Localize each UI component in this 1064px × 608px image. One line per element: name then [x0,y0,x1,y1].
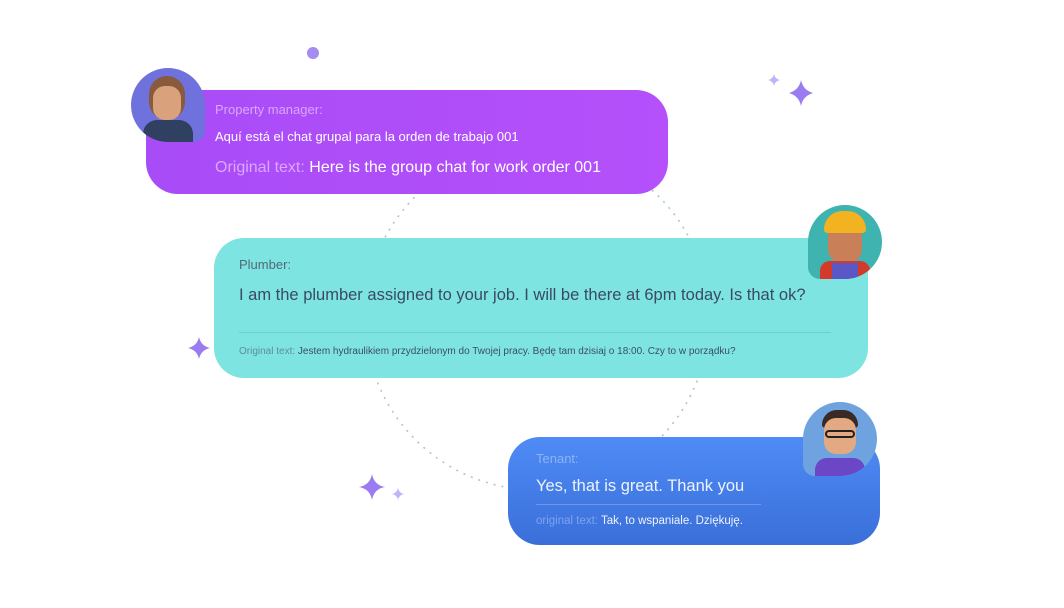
tenant-avatar [803,402,877,476]
translated-text: I am the plumber assigned to your job. I… [239,286,806,304]
sparkle-icon [768,74,780,86]
plumber-avatar [808,205,882,279]
message-bubble-plumber: Plumber: I am the plumber assigned to yo… [214,238,868,378]
original-text: Tak, to wspaniale. Dziękuję. [601,515,743,527]
translated-text: Yes, that is great. Thank you [536,477,745,495]
original-label: original text: [536,515,599,527]
sparkle-icon [188,337,210,359]
original-text: Jestem hydraulikiem przydzielonym do Two… [297,346,736,357]
divider [536,504,761,505]
dot-decoration [307,47,319,59]
divider [239,332,831,333]
sender-label: Plumber: [239,257,292,272]
sender-label: Property manager: [215,102,323,117]
translated-text: Aquí está el chat grupal para la orden d… [215,129,519,144]
sparkle-icon [789,80,813,106]
original-label: Original text: [239,346,296,357]
original-text: Here is the group chat for work order 00… [309,159,601,176]
message-bubble-tenant: Tenant: Yes, that is great. Thank you or… [508,437,880,545]
property-manager-avatar [131,68,205,142]
message-bubble-property-manager: Property manager: Aquí está el chat grup… [146,90,668,194]
sparkle-icon [392,488,404,500]
sender-label: Tenant: [536,451,579,466]
original-label: Original text: [215,159,305,176]
sparkle-icon [359,474,385,500]
